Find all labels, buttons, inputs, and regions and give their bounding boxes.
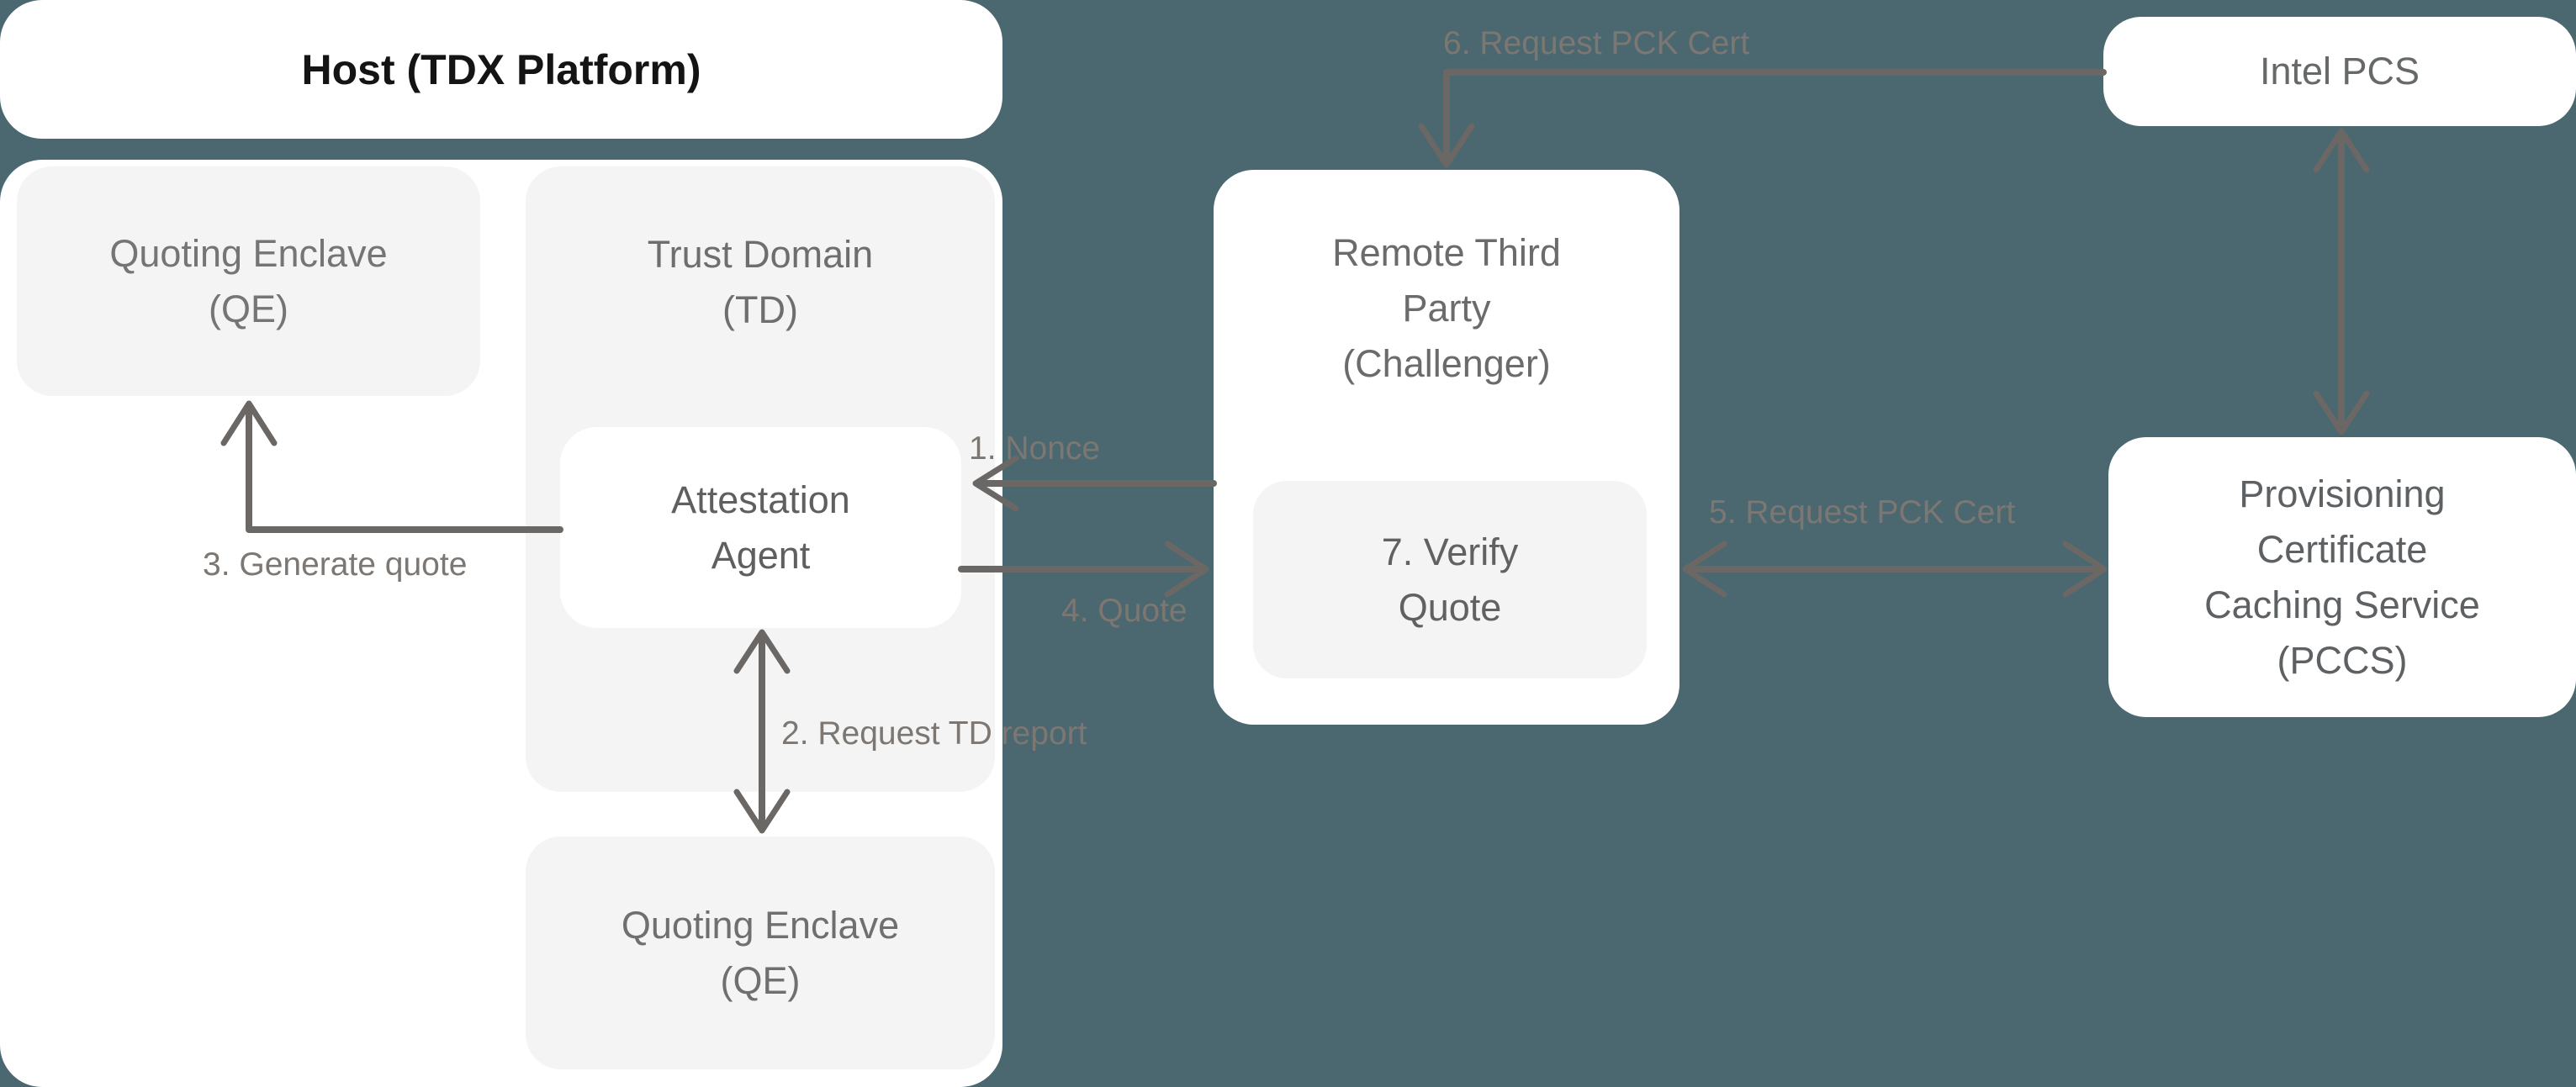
down-arrowhead-icon (1418, 123, 1475, 168)
edge-label-request-td-report: 2. Request TD report (781, 715, 1087, 752)
right-arrowhead-icon (1164, 541, 1209, 598)
quoting-enclave-left-box: Quoting Enclave (QE) (17, 166, 480, 396)
node-label: (QE) (720, 958, 801, 1002)
node-label: Remote Third (1332, 231, 1561, 274)
intel-pccs-arrow (2313, 128, 2370, 435)
host-tdx-platform-box: Host (TDX Platform) (0, 0, 1002, 139)
edge-label-quote: 4. Quote (1061, 593, 1187, 629)
node-label: Intel PCS (2259, 50, 2420, 92)
pccs-box: Provisioning Certificate Caching Service… (2108, 437, 2576, 717)
intel-pcs-box: Intel PCS (2103, 17, 2576, 126)
node-label: Certificate (2256, 527, 2428, 571)
edge-label-nonce: 1. Nonce (969, 430, 1101, 467)
node-label: Agent (711, 533, 811, 577)
request-pck-cert-pccs-arrow (1682, 541, 2108, 598)
node-label: Trust Domain (647, 233, 874, 276)
left-arrowhead-icon (1682, 541, 1727, 598)
host-title: Host (TDX Platform) (301, 45, 701, 93)
node-label: (TD) (722, 288, 798, 331)
node-label: (Challenger) (1342, 342, 1551, 385)
node-label: Attestation (671, 478, 850, 521)
edge-label-request-pck-cert-intel: 6. Request PCK Cert (1443, 25, 1750, 61)
node-label: Provisioning (2239, 472, 2446, 515)
node-label: Caching Service (2204, 583, 2480, 626)
node-label: Quoting Enclave (621, 903, 900, 947)
verify-quote-box: 7. Verify Quote (1253, 481, 1647, 678)
request-pck-cert-intel-arrow (1418, 69, 2107, 168)
node-label: (PCCS) (2277, 638, 2408, 682)
node-label: 7. Verify (1381, 530, 1519, 573)
node-label: (QE) (209, 287, 288, 330)
quoting-enclave-bottom-box: Quoting Enclave (QE) (526, 836, 995, 1069)
up-arrowhead-icon (2313, 128, 2370, 173)
node-label: Quote (1398, 585, 1502, 629)
down-arrowhead-icon (2313, 390, 2370, 435)
attestation-agent-box: Attestation Agent (560, 427, 961, 628)
edge-label-request-pck-cert-pccs: 5. Request PCK Cert (1709, 494, 2016, 530)
right-arrowhead-icon (2062, 541, 2108, 598)
node-label: Party (1402, 287, 1491, 330)
node-label: Quoting Enclave (109, 231, 388, 275)
request-pck-cert-intel-arrow-line (1443, 69, 2107, 163)
edge-label-generate-quote: 3. Generate quote (203, 546, 468, 583)
